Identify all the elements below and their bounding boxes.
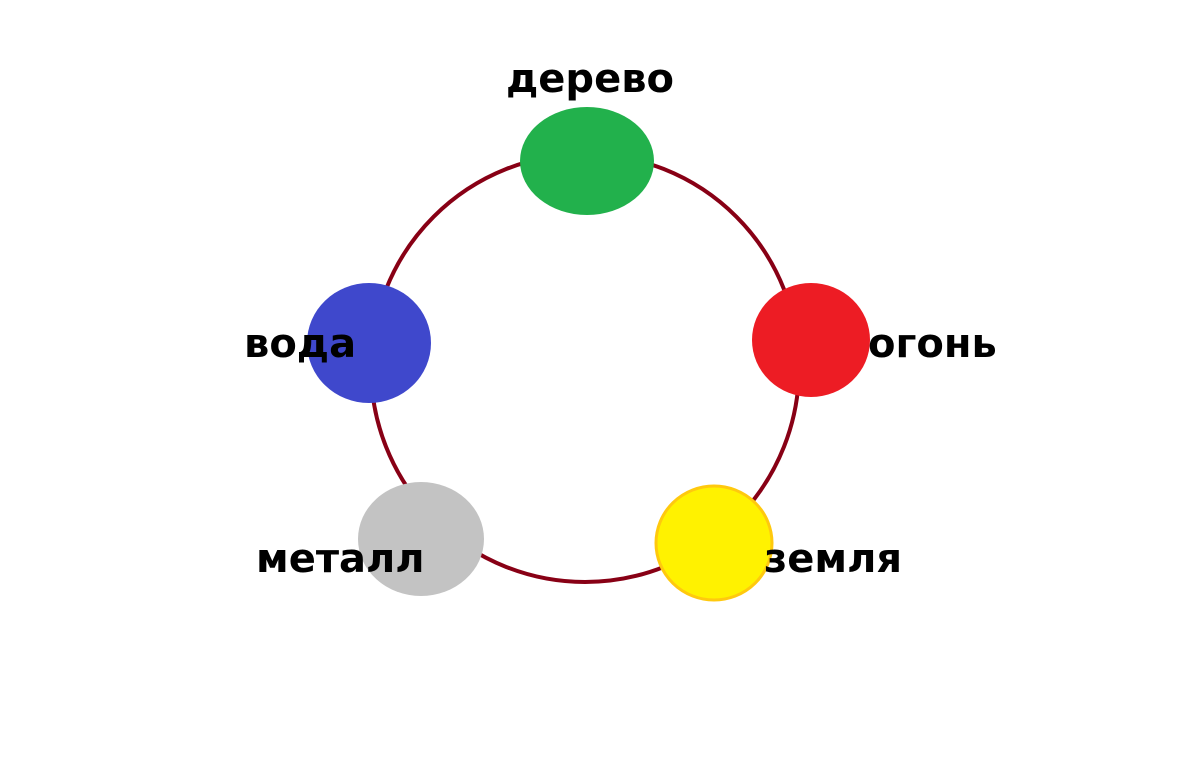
wood-label: дерево — [506, 56, 674, 102]
earth-circle — [654, 484, 774, 602]
node-water: вода — [244, 283, 431, 403]
earth-label: земля — [764, 536, 902, 582]
water-label: вода — [244, 321, 356, 367]
node-wood: дерево — [506, 56, 674, 215]
fire-circle — [752, 283, 870, 397]
node-fire: огонь — [752, 283, 997, 397]
fire-label: огонь — [868, 321, 997, 367]
node-earth: земля — [654, 484, 902, 602]
metal-circle — [358, 482, 484, 596]
wood-circle — [520, 107, 654, 215]
water-circle — [307, 283, 431, 403]
metal-label: металл — [256, 536, 425, 582]
node-metal: металл — [256, 482, 484, 596]
